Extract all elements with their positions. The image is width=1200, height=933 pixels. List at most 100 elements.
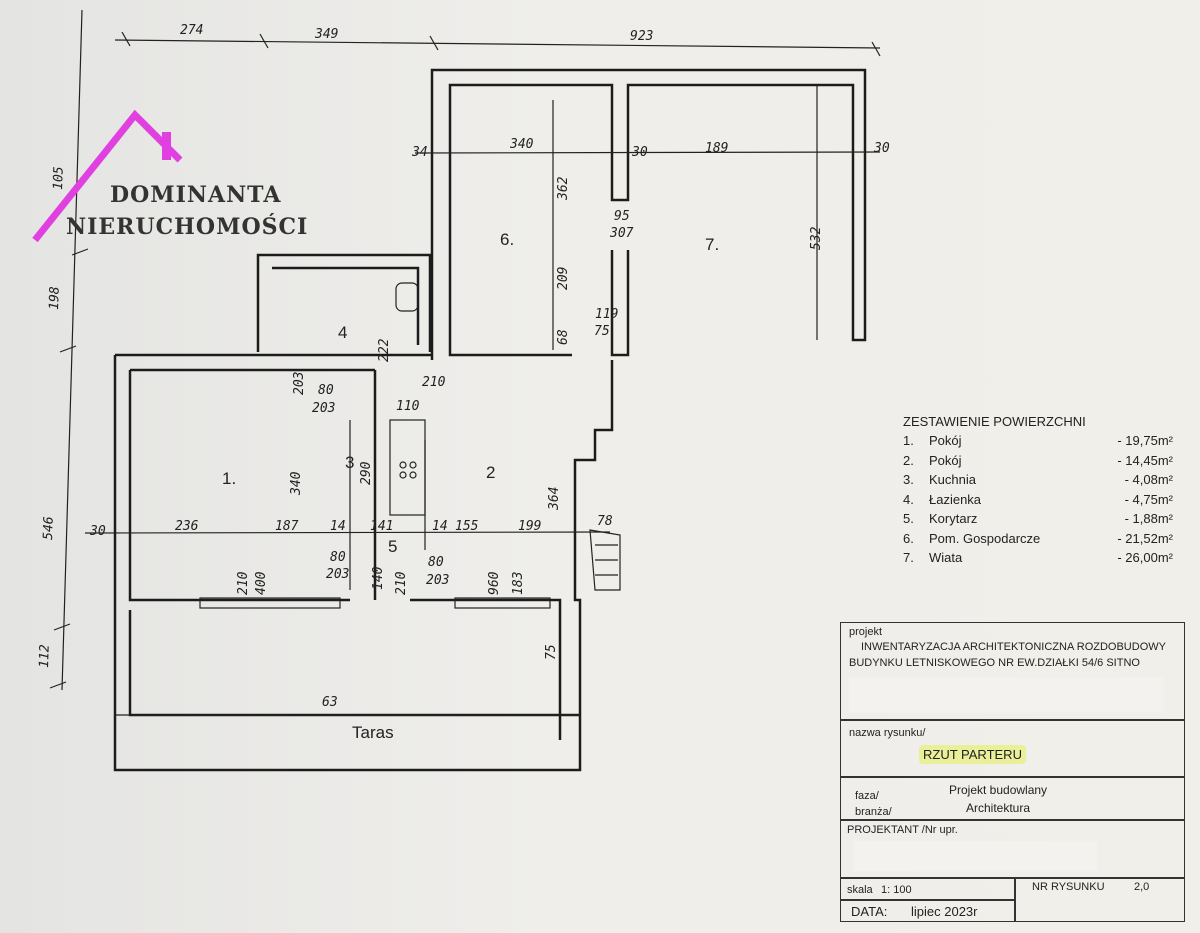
dim-label: 14	[330, 519, 346, 534]
dim-label: 307	[609, 226, 634, 241]
area-area: - 4,75m²	[1124, 491, 1173, 507]
area-name: Wiata	[929, 550, 963, 565]
room-4-label: 4	[338, 323, 347, 342]
room-2-label: 2	[486, 463, 495, 482]
area-summary-title: ZESTAWIENIE POWIERZCHNI	[903, 414, 1086, 429]
dim-label: 340	[289, 471, 304, 496]
faza-label: faza/	[855, 790, 879, 802]
dim-label: 34	[411, 145, 428, 160]
dim-label: 960	[487, 571, 502, 595]
date-cell: DATA: lipiec 2023r	[840, 900, 1015, 922]
dim-label: 95	[614, 209, 630, 224]
faza-value: Projekt budowlany	[949, 783, 1048, 797]
area-row: 5.Korytarz- 1,88m²	[903, 511, 1173, 531]
dim-label: 203	[312, 401, 335, 416]
dim-label: 30	[873, 141, 890, 156]
dim-label: 362	[556, 176, 571, 201]
nazwa-label: nazwa rysunku/	[849, 727, 926, 739]
dim-label: 400	[254, 571, 269, 595]
area-area: - 1,88m²	[1124, 511, 1173, 526]
dim-label: 203	[326, 567, 349, 582]
area-area: - 14,45m²	[1117, 452, 1173, 468]
dim-112: 112	[37, 644, 53, 668]
nr-value: 2,0	[1134, 881, 1150, 893]
dim-923: 923	[630, 29, 653, 44]
area-no: 6.	[903, 530, 914, 546]
dim-label: 141	[370, 519, 393, 534]
branza-label: branża/	[855, 806, 892, 818]
skala-label: skala	[847, 884, 873, 896]
dim-label: 78	[597, 514, 613, 529]
projekt-line2: BUDYNKU LETNISKOWEGO NR EW.DZIAŁKI 54/6 …	[849, 657, 1140, 669]
drawing-name: RZUT PARTERU	[919, 745, 1026, 764]
dim-label: 364	[547, 487, 562, 511]
logo: DOMINANTA NIERUCHOMOŚCI	[30, 110, 360, 250]
area-row: 1. Pokój - 19,75m²	[903, 433, 1173, 453]
branza-value: Architektura	[966, 801, 1031, 815]
area-name: Pokój	[929, 433, 962, 448]
interior-dimensions: 34 340 30 189 30 362 209 68 95 307 532 1…	[89, 137, 890, 710]
project-cell: projekt INWENTARYZACJA ARCHITEKTONICZNA …	[840, 622, 1185, 720]
data-label: DATA:	[851, 904, 888, 919]
logo-line2: NIERUCHOMOŚCI	[66, 214, 309, 240]
area-name: Kuchnia	[929, 472, 976, 487]
dim-label: 236	[175, 519, 199, 534]
area-row: 6. Pom. Gospodarcze - 21,52m²	[903, 531, 1173, 551]
drawing-number-cell: NR RYSUNKU 2,0	[1015, 878, 1185, 922]
dim-label: 110	[396, 399, 420, 414]
area-no: 3.	[903, 472, 914, 487]
room-1-label: 1.	[222, 469, 236, 488]
dim-label: 30	[631, 145, 648, 160]
dim-label: 210	[236, 571, 251, 595]
room-7-label: 7.	[705, 235, 719, 254]
area-row: 2.Pokój- 14,45m²	[903, 453, 1173, 473]
projektant-label: PROJEKTANT /Nr upr.	[847, 824, 958, 836]
dim-label: 14	[432, 519, 448, 534]
area-area: - 19,75m²	[1117, 433, 1173, 448]
dim-label: 75	[594, 324, 610, 339]
left-dimension-line: 105 198 546 112	[37, 9, 89, 691]
scale-cell: skala 1: 100	[840, 878, 1015, 900]
dim-label: 340	[509, 137, 534, 152]
dim-label: 75	[544, 644, 559, 660]
dim-label: 119	[595, 307, 618, 322]
dim-274: 274	[180, 23, 203, 38]
projekt-label: projekt	[849, 626, 883, 638]
area-no: 1.	[903, 433, 914, 448]
area-no: 7.	[903, 550, 914, 565]
dim-198: 198	[47, 286, 63, 310]
dim-label: 140	[371, 566, 386, 590]
outbuilding-walls	[414, 68, 881, 360]
data-value: lipiec 2023r	[911, 904, 978, 919]
dim-546: 546	[41, 516, 57, 540]
area-name: Pom. Gospodarcze	[929, 530, 1041, 546]
dim-label: 209	[556, 267, 571, 290]
area-row: 7. Wiata - 26,00m²	[903, 550, 1173, 570]
dim-label: 210	[394, 571, 409, 595]
dim-label: 203	[426, 573, 449, 588]
phase-cell: faza/ Projekt budowlany branża/ Architek…	[840, 777, 1185, 820]
area-area: - 26,00m²	[1117, 550, 1173, 565]
dim-label: 290	[359, 461, 374, 485]
area-area: - 21,52m²	[1117, 530, 1173, 546]
dim-label: 68	[556, 329, 571, 345]
dim-label: 80	[428, 555, 444, 570]
area-no: 2.	[903, 452, 914, 468]
dim-label: 80	[330, 550, 346, 565]
area-summary: ZESTAWIENIE POWIERZCHNI 1. Pokój - 19,75m²…	[903, 414, 1173, 570]
nr-label: NR RYSUNKU	[1032, 881, 1105, 893]
taras-label: Taras	[352, 723, 394, 742]
area-row: 4.Łazienka- 4,75m²	[903, 492, 1173, 512]
skala-value: 1: 100	[881, 884, 912, 896]
designer-cell: PROJEKTANT /Nr upr.	[840, 820, 1185, 878]
dim-105: 105	[51, 166, 67, 190]
top-dimension-line: 274 349 923	[114, 23, 881, 57]
area-area: - 4,08m²	[1124, 472, 1173, 487]
room-6-label: 6.	[500, 230, 514, 249]
dim-label: 210	[422, 375, 446, 390]
dim-349: 349	[314, 27, 338, 42]
dim-label: 30	[89, 524, 106, 539]
dim-label: 187	[275, 519, 299, 534]
